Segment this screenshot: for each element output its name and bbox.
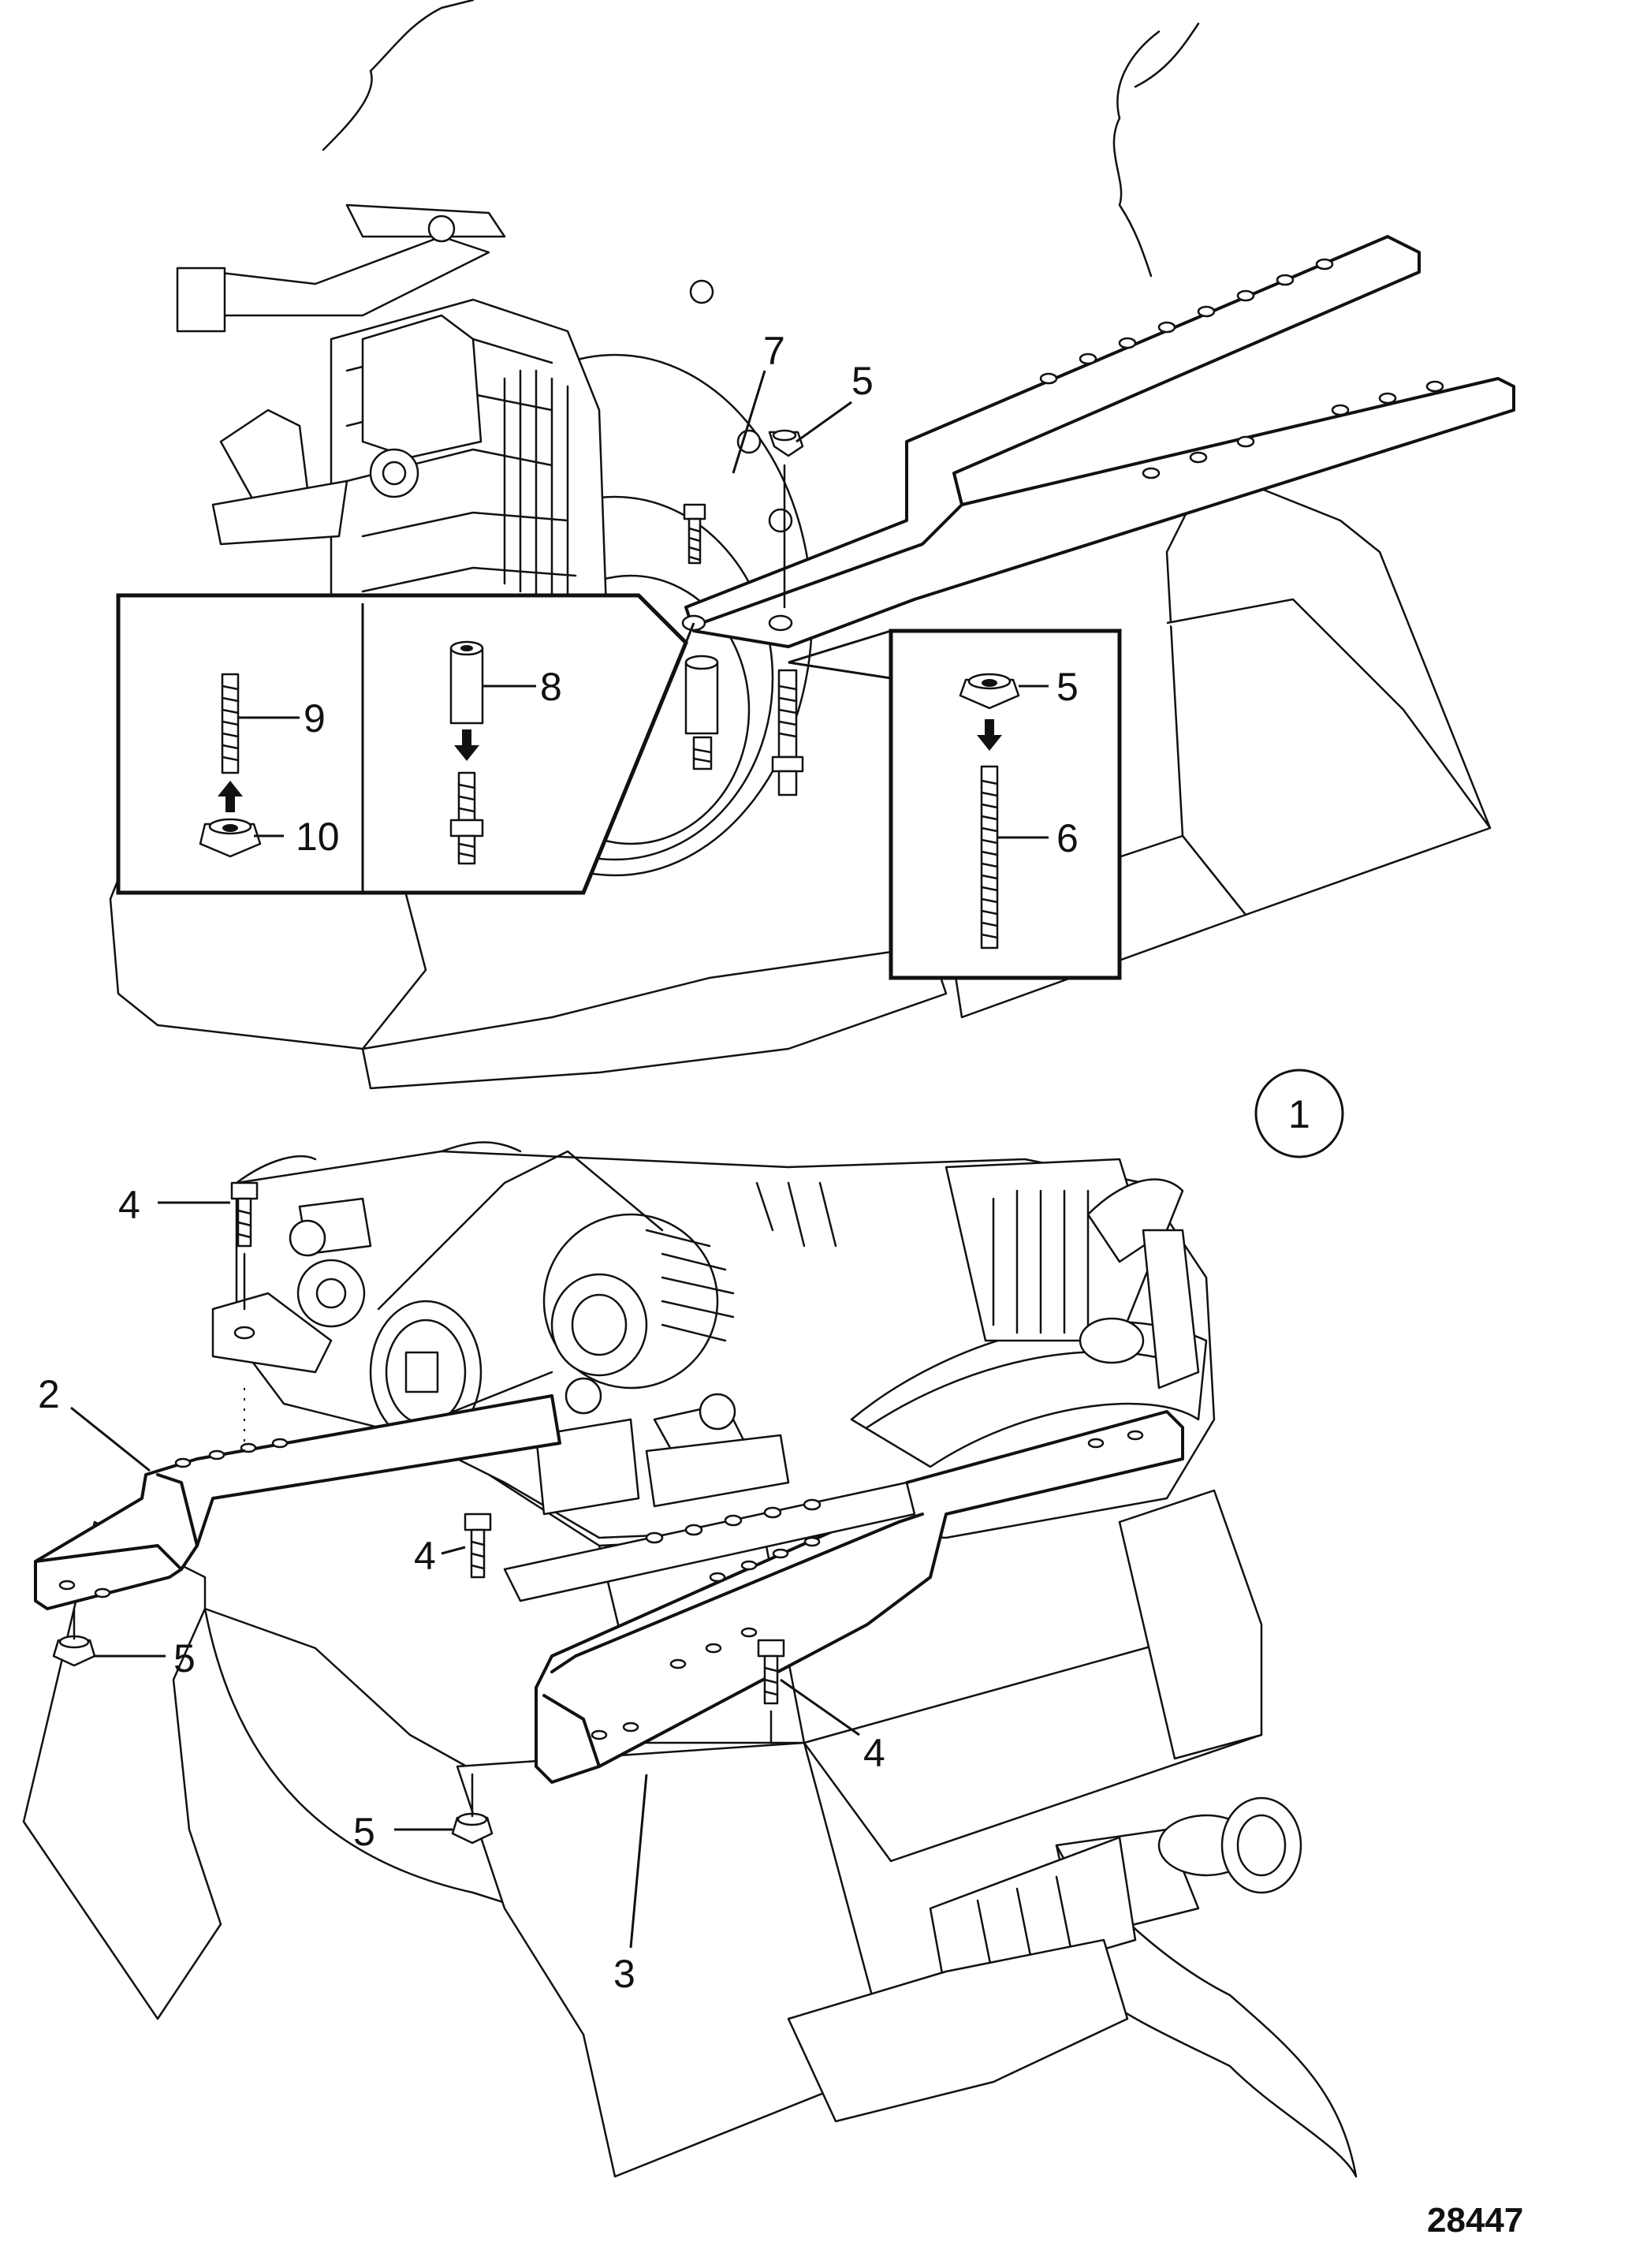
bolt-7 [683, 503, 706, 565]
callout-2: 2 [38, 1372, 60, 1416]
bolt-4-top [230, 1181, 259, 1248]
callout-9: 9 [304, 696, 326, 740]
callout-5-left: 5 [173, 1636, 196, 1680]
oil-filter [645, 1402, 790, 1508]
leader-4-right [780, 1678, 860, 1736]
callout-7: 7 [763, 329, 785, 373]
callout-4-top: 4 [118, 1183, 140, 1227]
callout-8: 8 [540, 665, 562, 709]
bolt-4-mid [464, 1513, 492, 1579]
view-marker-label: 1 [1288, 1092, 1310, 1136]
inset-detail-right [788, 629, 1122, 980]
hull-outline-right [1112, 30, 1161, 278]
engine-bed-bottom-front [456, 1741, 892, 2178]
callout-4-mid: 4 [414, 1534, 436, 1578]
callout-6: 6 [1056, 816, 1079, 860]
crankshaft-pulley [369, 1300, 483, 1445]
leader-7 [732, 370, 766, 474]
leader-5-top [796, 401, 852, 443]
inset-detail-left [116, 593, 688, 895]
callout-5-top: 5 [851, 359, 874, 403]
bottom-assembly-view: 4 2 4 5 4 5 3 [22, 1141, 1358, 2178]
callout-4-right: 4 [863, 1731, 885, 1775]
callout-3: 3 [613, 1952, 635, 1996]
callout-10: 10 [296, 815, 340, 859]
alternator [542, 1213, 735, 1390]
bracket-holes-right [591, 1430, 1144, 1740]
engine-bed-bottom-right [1118, 1489, 1263, 1760]
nut-5-top [768, 429, 804, 457]
bracket-holes-left [58, 1438, 289, 1598]
hull-outline-left [322, 0, 475, 151]
nut-5-bottom [451, 1812, 494, 1845]
bracket-holes-top [681, 258, 1444, 632]
leader-3 [629, 1774, 648, 1949]
bolt-4-right [757, 1639, 785, 1705]
figure-reference-number: 28447 [1427, 2201, 1523, 2240]
callout-5-inset: 5 [1056, 665, 1079, 709]
top-assembly-view: INT [109, 0, 1515, 1090]
leader-2 [70, 1406, 151, 1472]
callout-5-bottom: 5 [353, 1810, 375, 1854]
spacer-under-bracket [684, 655, 719, 770]
stud-under-bracket [771, 669, 804, 796]
leader-4-mid [441, 1546, 466, 1555]
view-marker: 1 [1254, 1069, 1344, 1158]
